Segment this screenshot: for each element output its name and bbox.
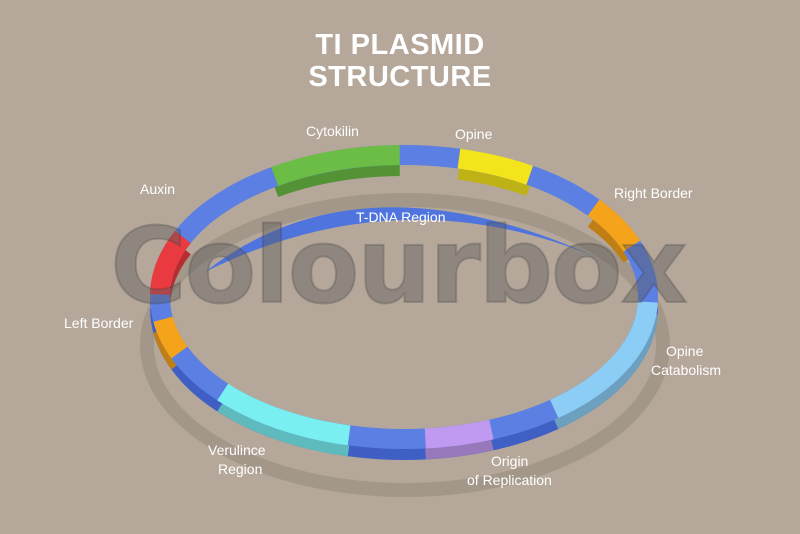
page-title-line1: TI PLASMID (315, 29, 485, 61)
ring-shadow (140, 193, 670, 497)
label-left-border: Left Border (64, 315, 134, 331)
label-cytokilin: Cytokilin (306, 123, 359, 139)
ring-segment-side-origin-of-replication (424, 430, 494, 460)
label-verulince-line1: Verulince (208, 442, 266, 458)
ring-segment-verulince-region (217, 383, 351, 446)
ring-segment-side-opine (457, 159, 534, 196)
label-opine-catabolism-line1: Opine (666, 343, 704, 359)
ring-segment-origin-of-replication (424, 419, 494, 449)
ring-segment-side-cytokilin (271, 156, 400, 198)
watermark-text: Colourbox (109, 205, 688, 327)
label-origin-line1: Origin (491, 453, 529, 469)
ring-base (150, 145, 658, 449)
ring-segment-right-border (587, 199, 641, 252)
ring-segment-left-border (153, 316, 188, 359)
label-opine: Opine (455, 126, 493, 142)
label-verulince-line2: Region (218, 461, 263, 477)
ring-segment-opine-catabolism (550, 301, 658, 419)
ring-segment-opine (457, 148, 534, 185)
label-opine-catabolism-line2: Catabolism (651, 362, 722, 378)
label-tdna-region: T-DNA Region (356, 209, 446, 225)
tdna-region-arc (205, 207, 598, 272)
ring-segment-cytokilin (271, 145, 400, 187)
label-right-border: Right Border (614, 185, 693, 201)
ring-segment-auxin (150, 230, 191, 296)
ring-top (150, 145, 658, 449)
label-auxin: Auxin (140, 181, 176, 197)
page-title-line2: STRUCTURE (308, 61, 492, 93)
ring-side-base (150, 307, 658, 460)
label-origin-line2: of Replication (467, 472, 552, 488)
